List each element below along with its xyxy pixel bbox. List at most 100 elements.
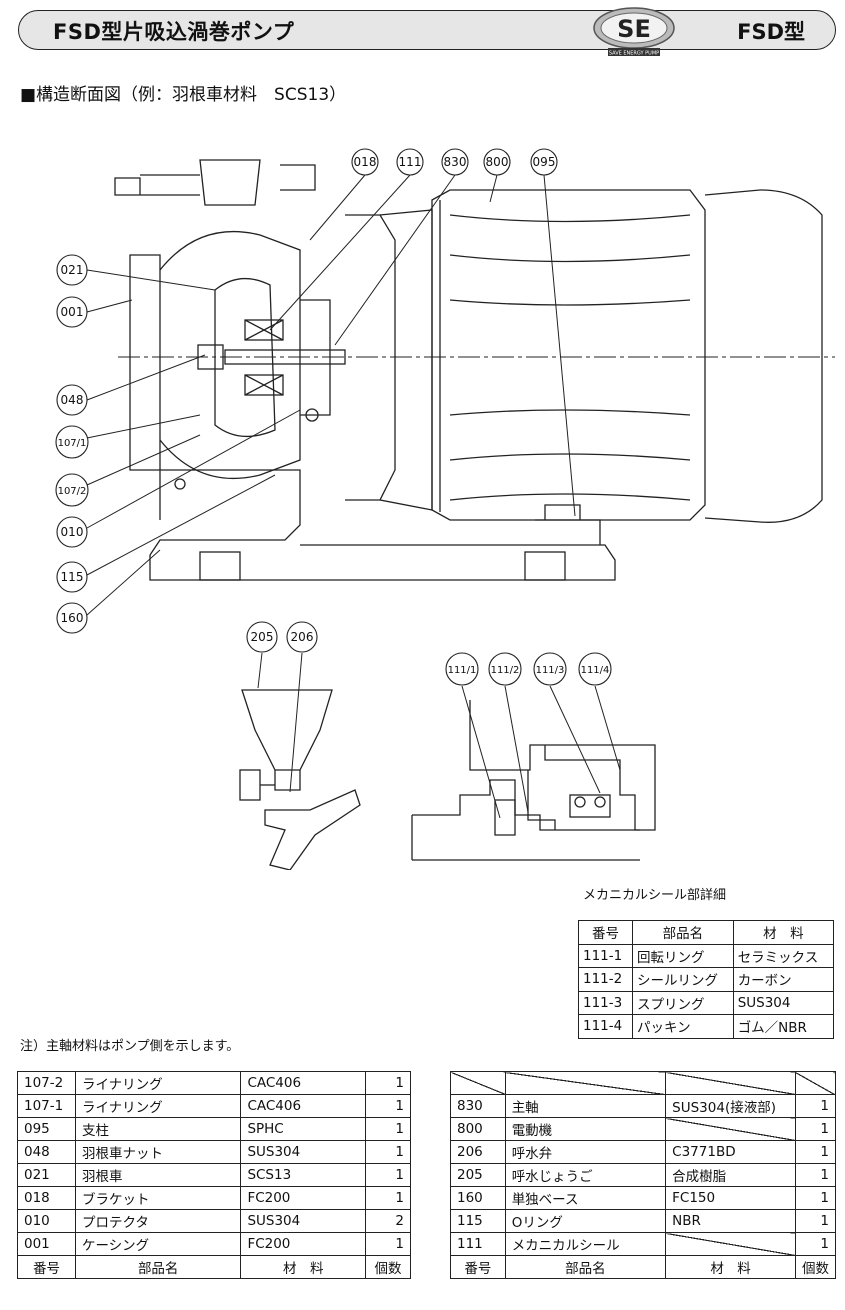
header-band: FSD型片吸込渦巻ポンプ FSD型 — [18, 10, 836, 50]
callout-111-1: 111/1 — [448, 665, 477, 676]
table-cell: 合成樹脂 — [665, 1163, 796, 1187]
callout-107-1: 107/1 — [58, 438, 87, 449]
callout-111-3: 111/3 — [536, 665, 565, 676]
table-cell: SCS13 — [240, 1163, 367, 1187]
seal-detail — [411, 700, 656, 861]
table-cell: カーボン — [732, 967, 835, 992]
table-cell: 羽根車 — [74, 1163, 242, 1187]
model-name: FSD型 — [737, 20, 805, 44]
table-cell — [665, 1232, 796, 1256]
table-cell: 部品名 — [504, 1255, 667, 1279]
table-cell: 111-2 — [578, 967, 633, 992]
table-cell: 830 — [450, 1094, 506, 1118]
table-cell: 部品名 — [631, 920, 734, 945]
table-cell: 個数 — [365, 1255, 411, 1279]
table-cell: 111-4 — [578, 1014, 633, 1039]
table-cell: 呼水じょうご — [504, 1163, 667, 1187]
callout-048: 048 — [61, 393, 84, 407]
table-cell: 111-1 — [578, 943, 633, 968]
callout-010: 010 — [61, 525, 84, 539]
callout-111-4: 111/4 — [581, 665, 610, 676]
callout-830: 830 — [444, 155, 467, 169]
table-cell: 呼水弁 — [504, 1140, 667, 1164]
table-cell: 1 — [794, 1232, 837, 1256]
se-logo-icon: SE SAVE ENERGY PUMP — [593, 7, 675, 57]
table-cell: ライナリング — [74, 1071, 242, 1095]
table-cell: FC150 — [665, 1186, 796, 1210]
table-cell: 1 — [794, 1163, 837, 1187]
table-cell: SUS304(接液部) — [665, 1094, 796, 1118]
empty-cell — [665, 1071, 796, 1095]
table-cell: 1 — [365, 1094, 411, 1118]
table-cell: 1 — [365, 1163, 411, 1187]
callout-bubbles — [55, 148, 612, 686]
callout-095: 095 — [533, 155, 556, 169]
callout-111-2: 111/2 — [491, 665, 520, 676]
table-cell: 001 — [17, 1232, 76, 1256]
table-cell: 単独ベース — [504, 1186, 667, 1210]
table-cell: FC200 — [240, 1232, 367, 1256]
table-cell: 回転リング — [631, 943, 734, 968]
empty-cell — [794, 1071, 837, 1095]
table-cell — [665, 1117, 796, 1141]
table-cell: Oリング — [504, 1209, 667, 1233]
table-cell: 107-1 — [17, 1094, 76, 1118]
table-cell: FC200 — [240, 1186, 367, 1210]
table-cell: SUS304 — [732, 990, 835, 1015]
callout-160: 160 — [61, 611, 84, 625]
table-cell: 048 — [17, 1140, 76, 1164]
footnote: 注）主軸材料はポンプ側を示します。 — [20, 1039, 240, 1054]
table-cell: 1 — [794, 1094, 837, 1118]
table-blank-row — [450, 1071, 837, 1095]
table-cell: 部品名 — [74, 1255, 242, 1279]
table-cell: ブラケット — [74, 1186, 242, 1210]
table-footer-row: 番号部品名材 料個数 — [450, 1255, 837, 1279]
table-cell: パッキン — [631, 1014, 734, 1039]
table-cell: 番号 — [450, 1255, 506, 1279]
table-cell: 番号 — [578, 920, 633, 945]
callout-800: 800 — [486, 155, 509, 169]
callout-021: 021 — [61, 263, 84, 277]
table-cell: SPHC — [240, 1117, 367, 1141]
table-cell: SUS304 — [240, 1209, 367, 1233]
callout-001: 001 — [61, 305, 84, 319]
table-cell: 材 料 — [732, 920, 835, 945]
table-cell: メカニカルシール — [504, 1232, 667, 1256]
table-cell: 1 — [365, 1186, 411, 1210]
table-cell: CAC406 — [240, 1071, 367, 1095]
section-subtitle: ■構造断面図（例：羽根車材料 SCS13） — [20, 85, 347, 105]
table-cell: NBR — [665, 1209, 796, 1233]
table-cell: 1 — [365, 1140, 411, 1164]
table-cell: 1 — [794, 1117, 837, 1141]
callout-labels: 018 111 830 800 095 021 001 048 107/1 10… — [58, 155, 610, 676]
table-cell: 107-2 — [17, 1071, 76, 1095]
table-cell: 1 — [365, 1232, 411, 1256]
table-cell: 1 — [794, 1186, 837, 1210]
table-cell: ケーシング — [74, 1232, 242, 1256]
leader-lines — [86, 174, 621, 819]
table-cell: 1 — [794, 1140, 837, 1164]
empty-cell — [504, 1071, 667, 1095]
callout-205: 205 — [251, 630, 274, 644]
logo-text: SE — [617, 15, 651, 43]
table-cell: 2 — [365, 1209, 411, 1233]
table-cell: CAC406 — [240, 1094, 367, 1118]
table-cell: 1 — [365, 1117, 411, 1141]
table-cell: 番号 — [17, 1255, 76, 1279]
callout-107-2: 107/2 — [58, 486, 87, 497]
